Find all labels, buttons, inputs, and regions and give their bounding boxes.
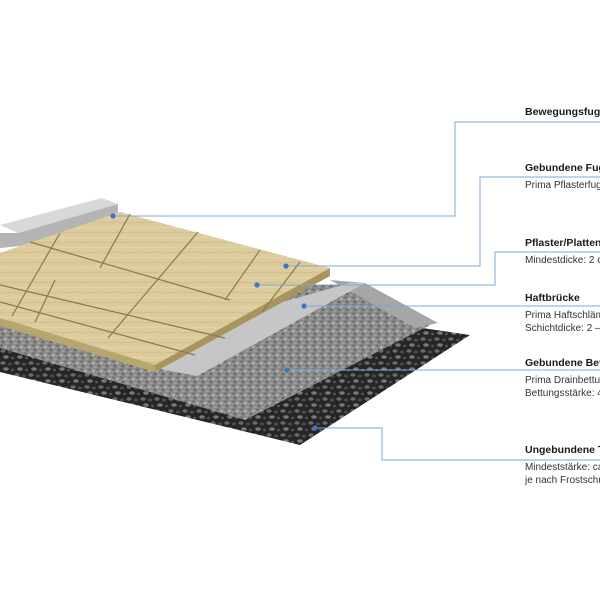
label-title: Bewegungsfuge [525,106,600,118]
leader-dot-ungebundene-tragschicht [312,425,318,431]
leader-dots [110,213,318,431]
curb-top [0,198,118,233]
leader-dot-gebundene-bettung [284,367,290,373]
leader-lines [113,121,600,461]
leader-dot-bewegungsfuge [110,213,116,219]
label-title: Haftbrücke [525,292,580,304]
leader-line-ungebundene-tragschicht [315,427,600,461]
label-title: Gebundene Bet [525,357,600,369]
label-title: Gebundene Fug [525,162,600,174]
leader-line-gebundene-fuge [286,176,600,267]
label-title: Ungebundene T [525,444,600,456]
paving-front-edge [0,318,155,372]
paving-surface [0,212,330,365]
leader-line-bewegungsfuge [113,121,600,217]
label-detail: Mindeststärke: ca [525,462,600,473]
label-detail: je nach Frostschu [525,475,600,486]
label-detail: Prima Pflasterfug [525,180,600,191]
paving-side-edge [155,268,330,372]
leader-dot-pflaster-platten [254,282,260,288]
label-title: Pflaster/Platten [525,237,600,249]
label-detail: Schichtdicke: 2 – [525,323,600,334]
label-detail: Prima Haftschläm [525,310,600,321]
label-detail: Prima Drainbettu [525,375,600,386]
paving-joints [0,213,301,356]
bedding-layer-top [330,280,438,328]
curb-side [0,204,118,248]
label-bewegungsfuge: Bewegungsfuge [525,106,600,119]
label-detail: Mindestdicke: 2 c [525,255,600,266]
leader-dot-haftbruecke [301,303,307,309]
leader-line-pflaster-platten [257,251,600,286]
leader-dot-gebundene-fuge [283,263,289,269]
label-detail: Bettungsstärke: 4 [525,388,600,399]
label-ungebundene-tragschicht: Ungebundene T Mindeststärke: ca je nach Fr… [525,444,600,487]
